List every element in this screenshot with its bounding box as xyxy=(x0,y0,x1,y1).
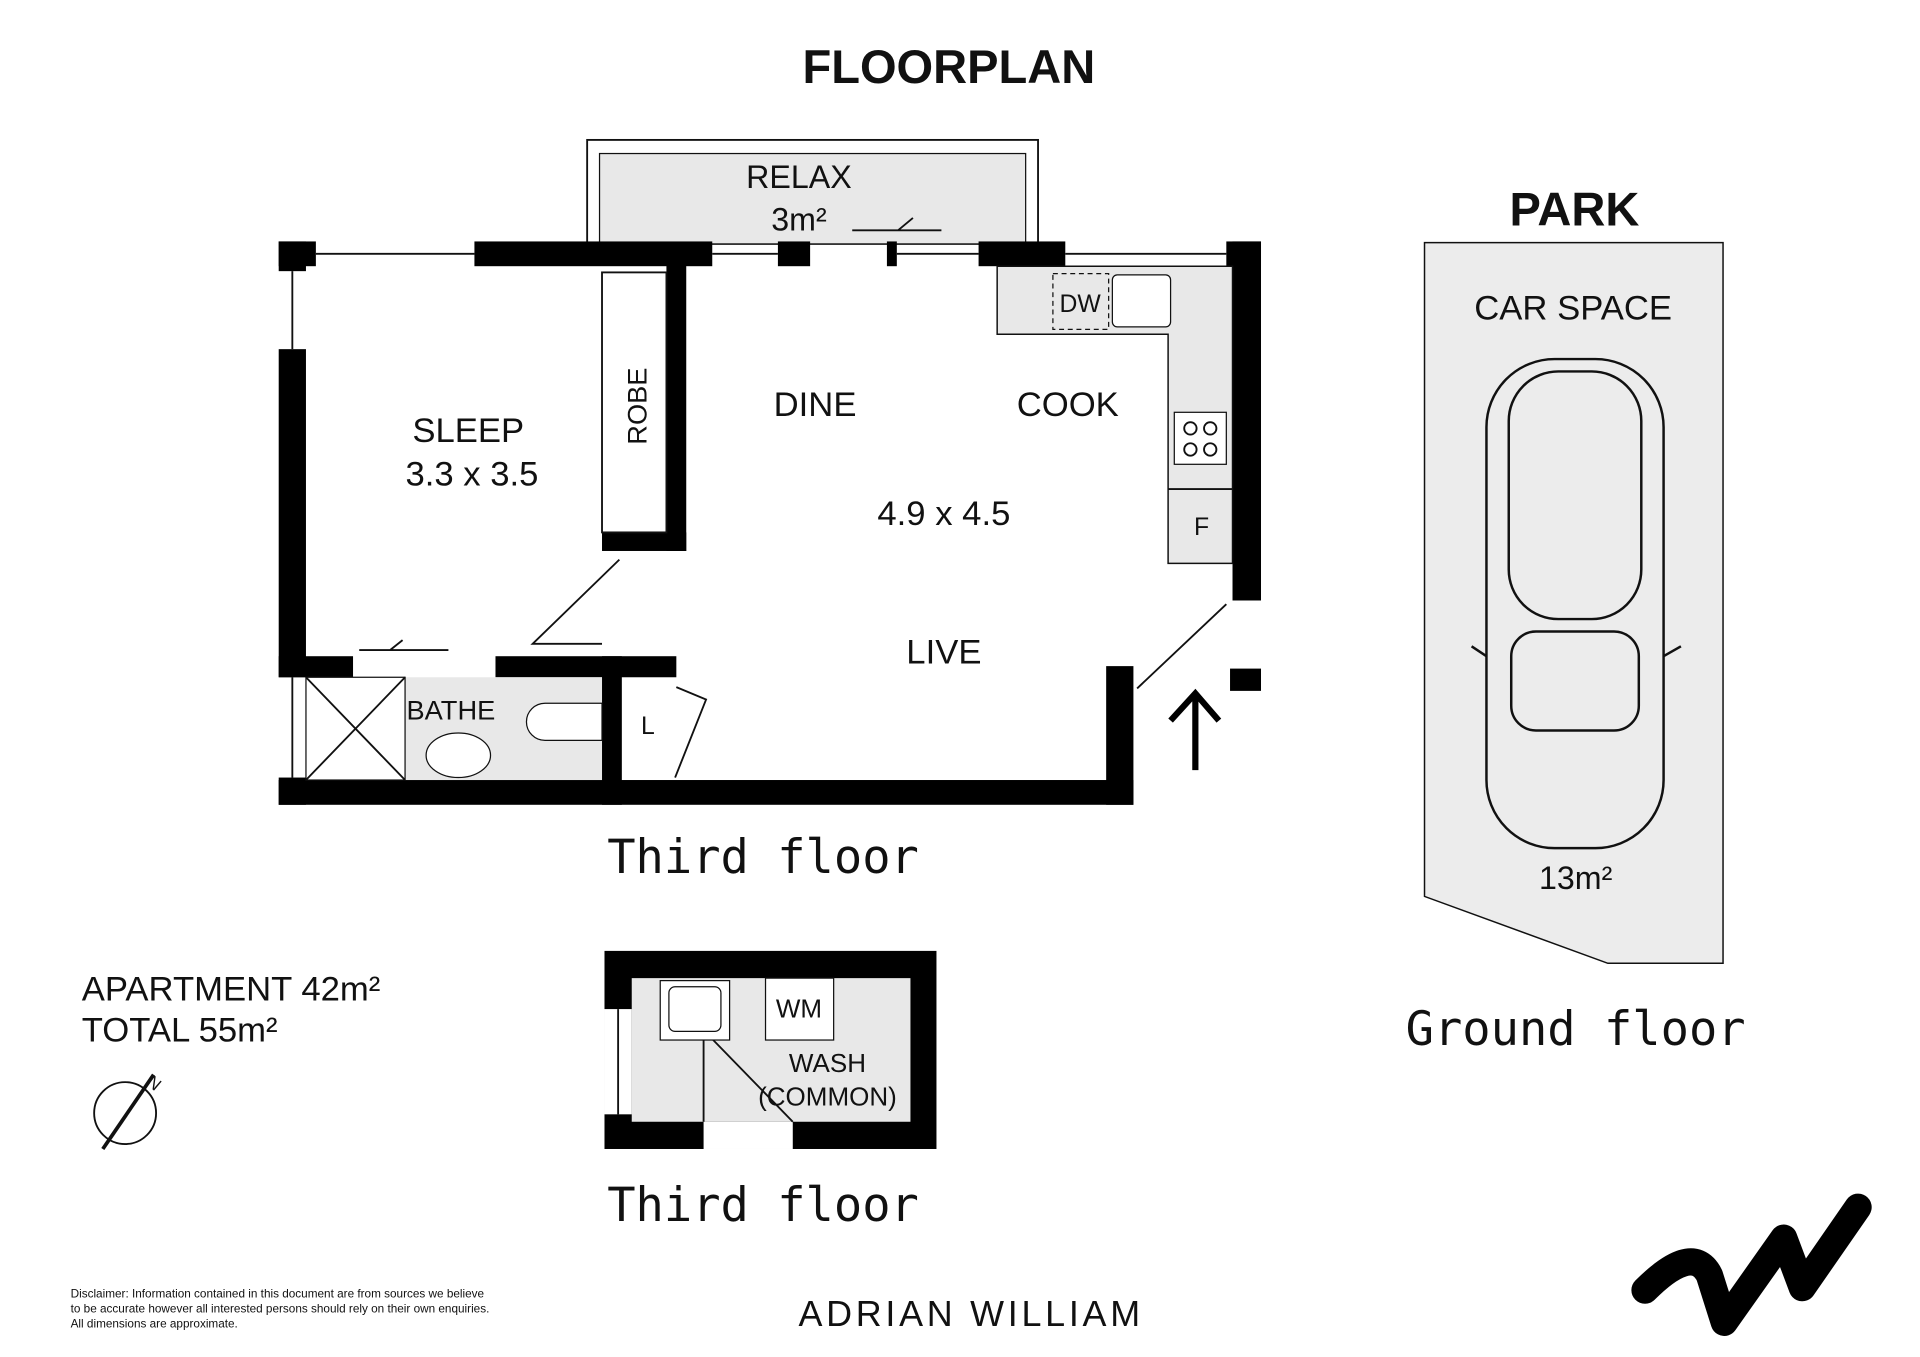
laundry_plan-wash-label: WASH xyxy=(789,1048,866,1078)
kitchen: DW F xyxy=(996,265,1234,565)
toilet-icon xyxy=(525,702,603,742)
total-area: TOTAL 55m² xyxy=(82,1011,278,1049)
apartment-area: APARTMENT 42m² xyxy=(82,970,381,1008)
laundry-plan: WM WASH (COMMON) xyxy=(604,950,937,1149)
compass-icon: N xyxy=(93,1071,165,1151)
laundry_plan-common-label: (COMMON) xyxy=(758,1082,897,1112)
main_plan-rooms-cook-label: COOK xyxy=(1017,386,1119,424)
balcony-relax: RELAX 3m² xyxy=(586,138,1039,245)
main_plan-rooms-dine-label: DINE xyxy=(774,386,857,424)
entry-arrow-icon xyxy=(1168,688,1222,771)
basin-icon xyxy=(425,732,492,779)
main_plan-rooms-live-label: LIVE xyxy=(906,634,981,672)
cooktop-icon xyxy=(1173,411,1227,465)
disclaimer-line-3: All dimensions are approximate. xyxy=(71,1317,238,1330)
main_plan-rooms-fridge-label: F xyxy=(1194,514,1209,541)
brand-logo-icon xyxy=(1631,1193,1872,1336)
main_plan-rooms-sleep-name-label: SLEEP xyxy=(412,412,524,450)
main_plan-caption-label: Third floor xyxy=(607,830,919,885)
parking-name-label: CAR SPACE xyxy=(1474,289,1672,327)
brand-name: ADRIAN WILLIAM xyxy=(798,1293,1143,1334)
car-space xyxy=(1423,241,1724,965)
main_plan-rooms-relax-name-label: RELAX xyxy=(746,159,852,195)
main_plan-rooms-sleep-size-label: 3.3 x 3.5 xyxy=(405,455,538,493)
disclaimer-line-1: Disclaimer: Information contained in thi… xyxy=(71,1288,485,1301)
sink-icon xyxy=(1111,274,1172,328)
laundry_plan-washing_machine-label: WM xyxy=(776,994,822,1024)
main_plan-rooms-living_size-label: 4.9 x 4.5 xyxy=(877,495,1010,533)
main_plan-rooms-dishwasher-label: DW xyxy=(1060,291,1102,318)
main_plan-rooms-bathe-label: BATHE xyxy=(406,694,495,725)
disclaimer-line-2: to be accurate however all interested pe… xyxy=(71,1302,490,1315)
parking-heading-label: PARK xyxy=(1509,182,1639,235)
main_plan-rooms-robe-label: ROBE xyxy=(622,368,653,445)
parking-caption-label: Ground floor xyxy=(1406,1002,1746,1057)
bathroom: BATHE L xyxy=(305,639,708,781)
main_plan-rooms-linen-label: L xyxy=(641,713,655,740)
laundry_plan-caption-label: Third floor xyxy=(607,1178,919,1233)
page-title: FLOORPLAN xyxy=(802,40,1095,93)
main_plan-rooms-relax-size-label: 3m² xyxy=(771,201,827,237)
apartment-walls xyxy=(278,241,1262,805)
car-icon xyxy=(1470,357,1682,850)
parking-size-label: 13m² xyxy=(1539,860,1613,896)
